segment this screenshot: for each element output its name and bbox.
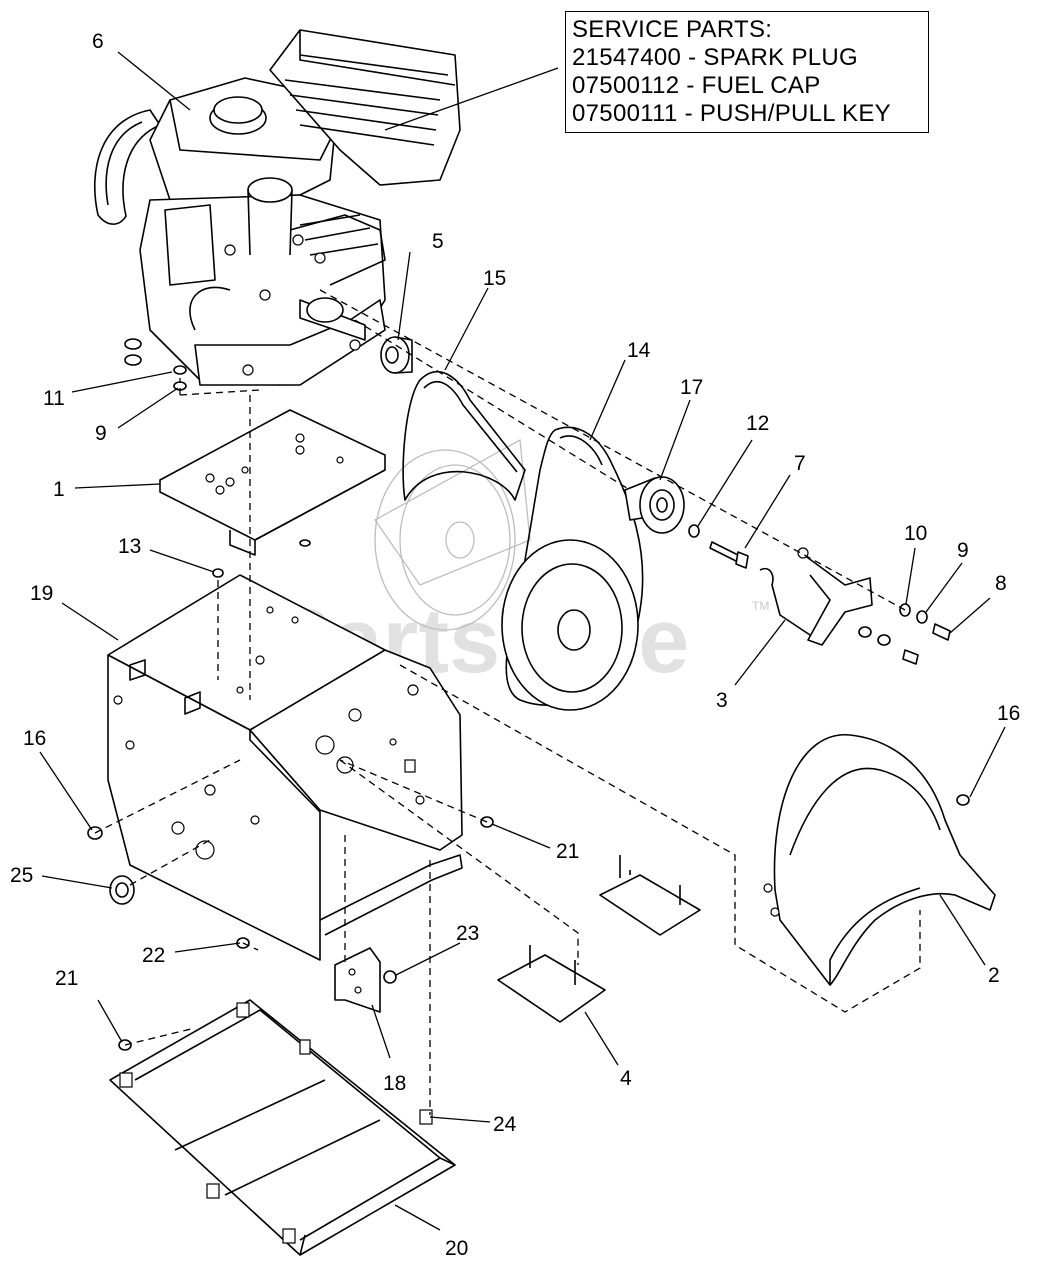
callout-2: 2 (988, 964, 1000, 987)
callout-16-left: 16 (23, 727, 46, 750)
service-parts-box: SERVICE PARTS: 21547400 - SPARK PLUG 075… (565, 11, 929, 133)
callout-21-right: 21 (556, 840, 579, 863)
callout-15: 15 (483, 267, 506, 290)
callout-13: 13 (118, 535, 141, 558)
engine-assembly (93, 29, 461, 386)
pulley-hardware (688, 524, 749, 569)
callout-11: 11 (43, 387, 65, 410)
callout-9-left: 9 (95, 422, 107, 445)
bottom-tray (109, 999, 456, 1256)
service-part-item: 21547400 - SPARK PLUG (572, 44, 859, 71)
callout-23: 23 (456, 922, 479, 945)
callout-24: 24 (493, 1113, 517, 1136)
callout-7: 7 (794, 452, 806, 475)
callout-4: 4 (620, 1067, 632, 1090)
belt-cover (763, 734, 996, 986)
callout-8: 8 (995, 572, 1007, 595)
callout-19: 19 (30, 582, 53, 605)
engine-mount-plate (159, 409, 386, 556)
side-bracket (334, 947, 381, 1013)
engine-pulley (380, 336, 413, 374)
service-parts-heading: SERVICE PARTS: (572, 16, 773, 43)
callout-9-right: 9 (957, 539, 969, 562)
callout-5: 5 (432, 230, 444, 253)
callout-18: 18 (383, 1072, 406, 1095)
drive-belts (402, 371, 644, 711)
callout-1: 1 (53, 478, 65, 501)
assembly-lines (94, 289, 921, 1115)
callout-3: 3 (716, 689, 728, 712)
callout-16-right: 16 (997, 702, 1020, 725)
watermark-trademark: TM (752, 599, 769, 613)
callout-12: 12 (746, 412, 769, 435)
callout-25: 25 (10, 864, 33, 887)
mount-bracket-lower (497, 945, 606, 1023)
callout-20: 20 (445, 1237, 468, 1260)
guide-hardware (858, 603, 951, 665)
callout-14: 14 (627, 339, 651, 362)
leader-lines (39, 51, 1006, 1231)
auger-drive-pulley (624, 476, 685, 534)
service-part-item: 07500111 - PUSH/PULL KEY (572, 100, 891, 127)
tie-rod (319, 854, 463, 936)
callout-17: 17 (680, 376, 703, 399)
callout-21-left: 21 (55, 967, 78, 990)
callout-labels: 6 5 15 14 17 12 7 11 9 1 13 19 10 9 8 3 … (10, 30, 1020, 1260)
frame-housing (107, 574, 463, 961)
drive-bracket-assembly (374, 438, 531, 631)
callout-10: 10 (904, 522, 927, 545)
callout-6: 6 (92, 30, 104, 53)
service-part-item: 07500112 - FUEL CAP (572, 72, 821, 99)
mount-bracket-upper (599, 855, 701, 936)
callout-22: 22 (142, 944, 165, 967)
